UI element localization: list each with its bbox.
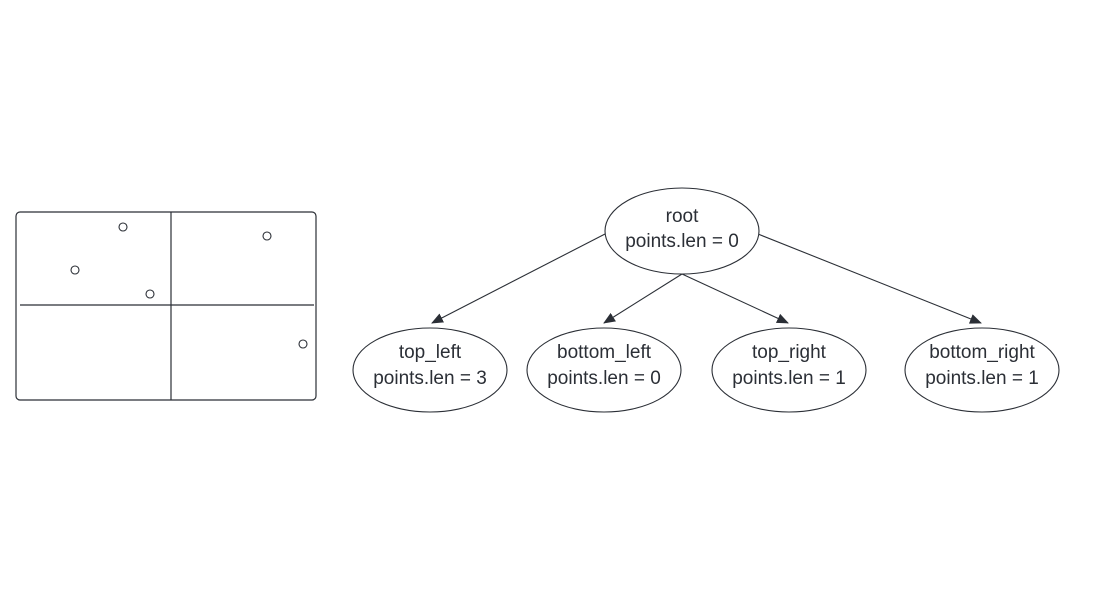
node-shape (526, 327, 682, 413)
edge-root-bottom-right (757, 233, 982, 324)
space-partition (15, 211, 317, 401)
point-top-left-1 (118, 222, 128, 232)
edge-root-top-left (431, 233, 606, 324)
edge-root-top-right (681, 273, 789, 324)
node-points-len: points.len = 1 (925, 368, 1039, 389)
point-bottom-right-1 (298, 339, 308, 349)
tree-node-root: root points.len = 0 (604, 187, 760, 275)
space-boundary (15, 211, 317, 401)
tree-node-bottom-right: bottom_right points.len = 1 (904, 327, 1060, 413)
node-shape (904, 327, 1060, 413)
point-top-right-1 (262, 231, 272, 241)
node-shape (711, 327, 867, 413)
node-shape (604, 187, 760, 275)
tree-node-top-left: top_left points.len = 3 (352, 327, 508, 413)
tree-node-top-right: top_right points.len = 1 (711, 327, 867, 413)
edge-root-bottom-left (603, 273, 683, 324)
tree-node-bottom-left: bottom_left points.len = 0 (526, 327, 682, 413)
tree-edges (431, 233, 982, 324)
node-points-len: points.len = 1 (732, 368, 846, 389)
node-name: bottom_left (557, 342, 652, 363)
node-name: bottom_right (929, 342, 1035, 363)
node-shape (352, 327, 508, 413)
node-name: top_left (399, 342, 462, 363)
node-name: top_right (752, 342, 827, 363)
point-top-left-3 (145, 289, 155, 299)
node-name: root (666, 206, 699, 227)
node-points-len: points.len = 0 (547, 368, 661, 389)
point-top-left-2 (70, 265, 80, 275)
node-points-len: points.len = 3 (373, 368, 487, 389)
node-points-len: points.len = 0 (625, 231, 739, 252)
